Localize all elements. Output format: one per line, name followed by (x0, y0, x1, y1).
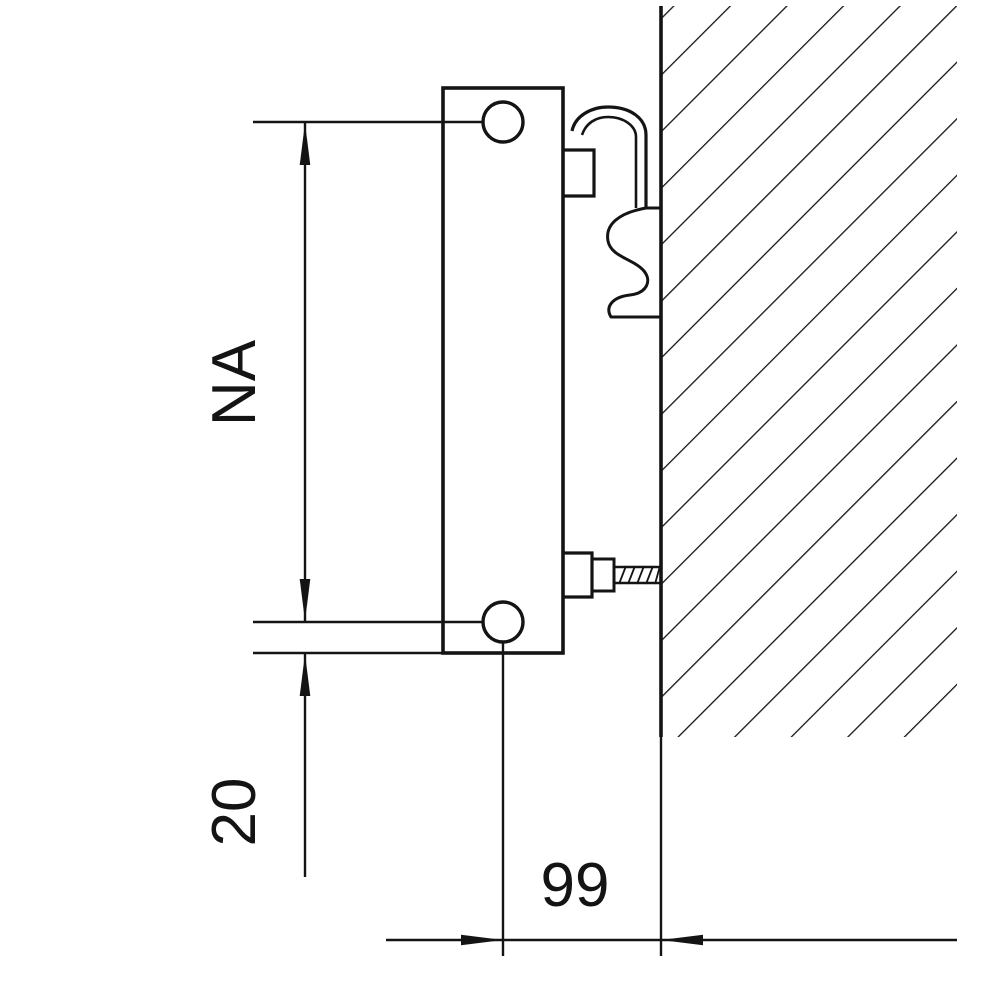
wall-hatching (661, 6, 957, 737)
radiator (441, 86, 565, 655)
fixing-nut (592, 557, 616, 593)
radiator-body (441, 86, 565, 655)
arrow-right-icon (461, 934, 503, 946)
bracket-hook-inner (580, 115, 638, 208)
fixing-lug (563, 551, 594, 599)
bracket-rail-profile (606, 206, 661, 319)
bracket-hook-outer (570, 105, 648, 208)
arrow-left-icon (661, 934, 703, 946)
dim-wall-distance: 99 (386, 643, 957, 956)
bracket-lug (563, 148, 596, 198)
dim-label-20: 20 (200, 778, 269, 847)
dim-label-na: NA (200, 339, 269, 426)
bottom-pipe-port (481, 600, 525, 644)
wall-bracket-top (563, 105, 661, 319)
arrow-down-icon (299, 579, 311, 621)
bolt-thread-marks (618, 565, 661, 585)
dim-label-99: 99 (541, 851, 610, 920)
dim-bottom-offset: 20 (200, 651, 443, 877)
wall-fixing-bottom (563, 551, 661, 599)
arrow-up-icon (299, 654, 311, 696)
wall (659, 6, 957, 956)
top-pipe-port (481, 100, 525, 144)
dim-hub-distance: NA (200, 120, 483, 624)
arrow-up-icon (299, 123, 311, 165)
